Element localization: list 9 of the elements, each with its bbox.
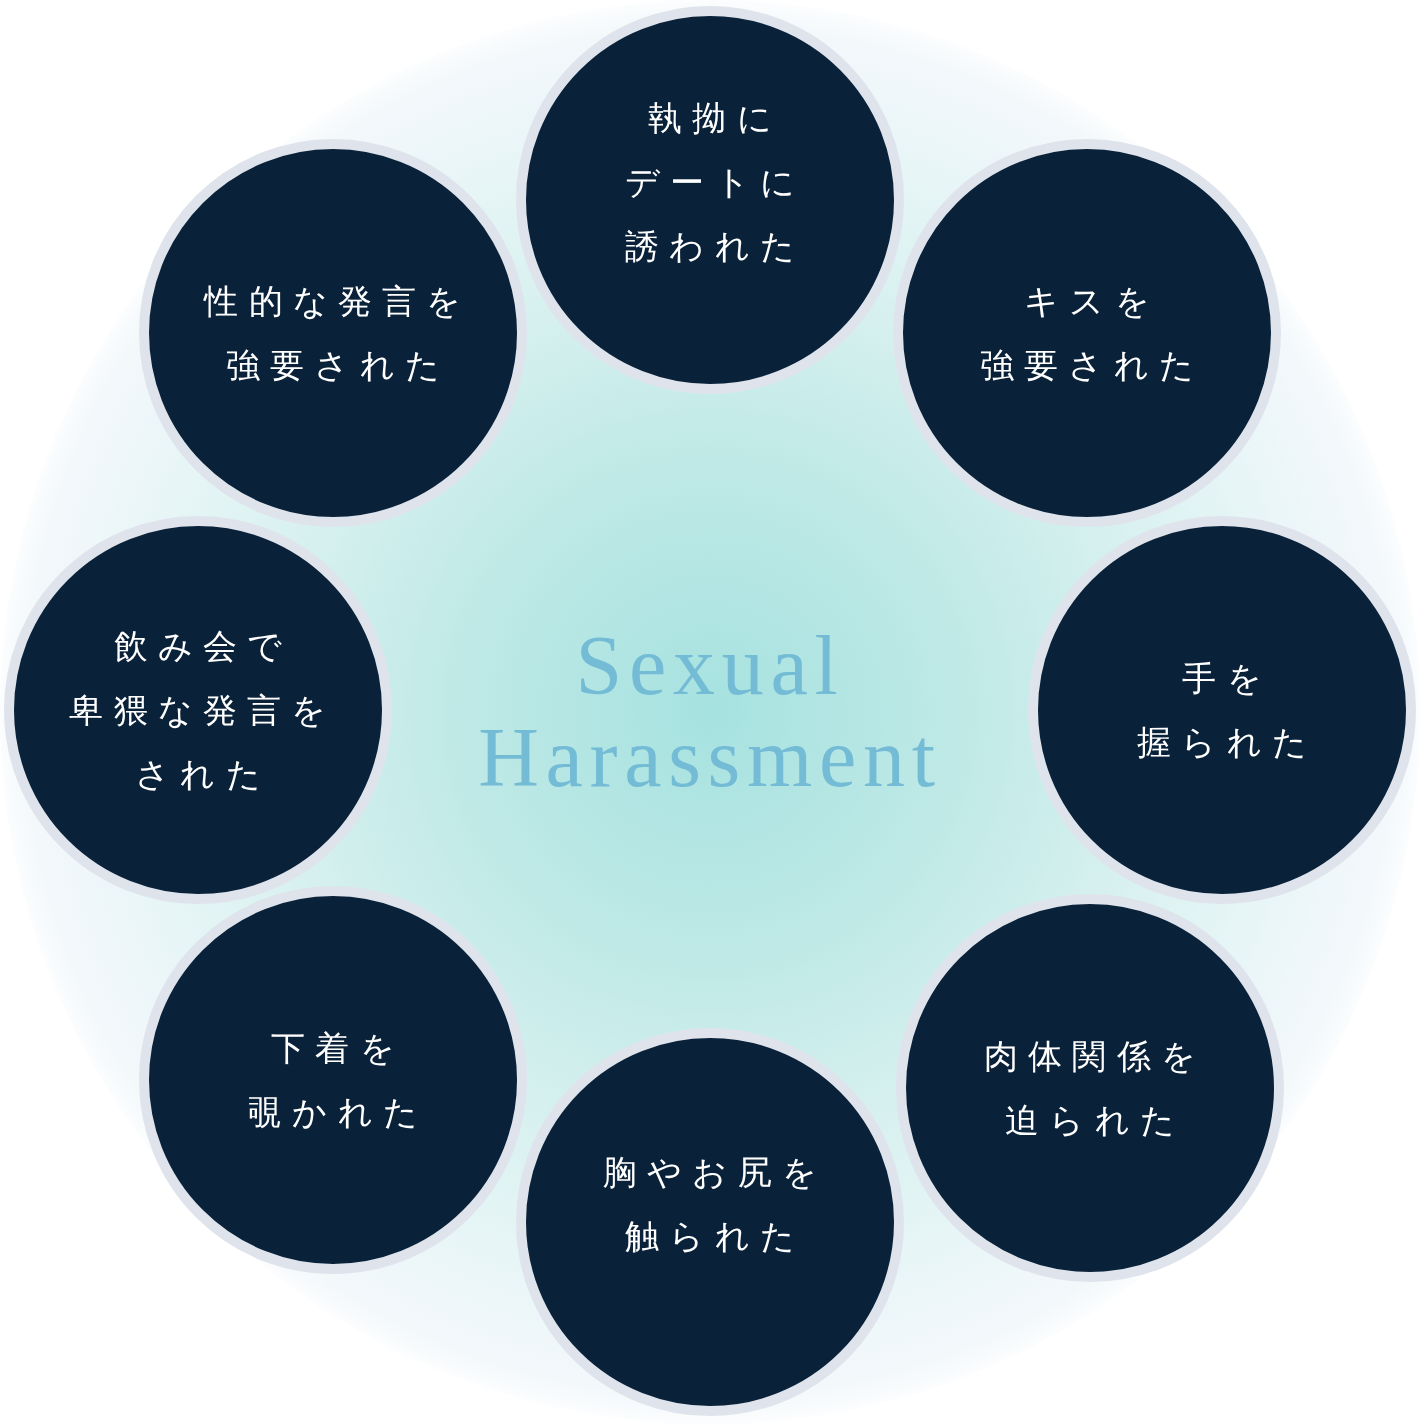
node-label: 執拗にデートに誘われた	[625, 97, 805, 268]
node-label: 飲み会で卑猥な発言をされた	[69, 625, 337, 796]
node-label: 性的な発言を強要された	[204, 280, 472, 387]
node-label: 肉体関係を迫られた	[984, 1035, 1207, 1142]
node-label: キスを強要された	[980, 280, 1205, 387]
node-label: 胸やお尻を触られた	[603, 1151, 828, 1258]
title-text: Sexual Harassment	[477, 620, 943, 804]
node-label: 下着を覗かれた	[248, 1027, 428, 1134]
node-label: 手を握られた	[1137, 657, 1317, 764]
